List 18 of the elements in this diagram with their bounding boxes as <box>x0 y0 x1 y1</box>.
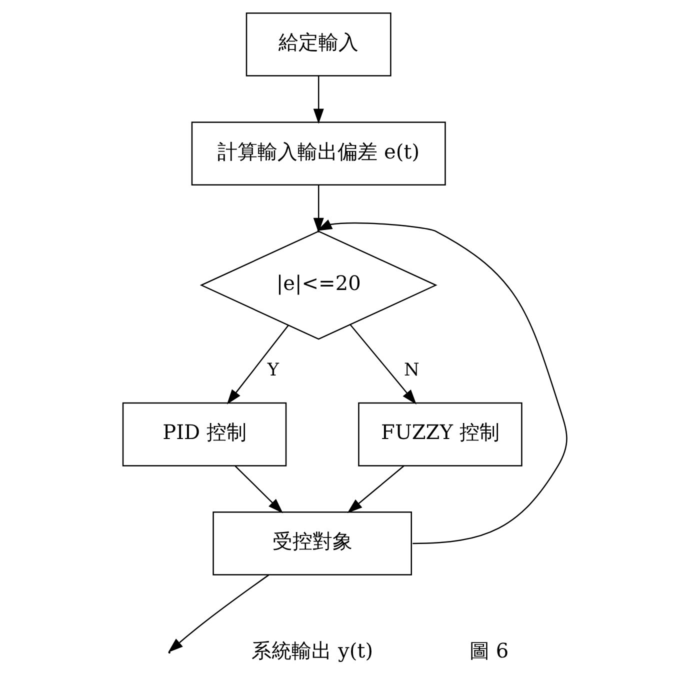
arrow <box>313 185 324 233</box>
label: 系統輸出 y(t) <box>252 638 374 662</box>
node-box: 受控對象 <box>212 511 412 576</box>
arrow <box>347 465 404 514</box>
node-box: 給定輸入 <box>246 12 392 76</box>
arrow <box>313 76 324 124</box>
arrow <box>234 465 283 514</box>
node-box: FUZZY 控制 <box>358 402 522 466</box>
arrow <box>316 220 568 544</box>
edge-label: Y <box>267 360 279 381</box>
edge-label: N <box>404 360 420 381</box>
node-diamond: |e|<=20 <box>200 230 438 340</box>
arrow <box>350 324 416 404</box>
arrow <box>226 324 289 404</box>
node-box: 計算輸入輸出偏差 e(t) <box>191 122 446 186</box>
arrow <box>168 574 270 652</box>
node-box: PID 控制 <box>122 402 287 466</box>
label: 圖 6 <box>470 638 509 662</box>
